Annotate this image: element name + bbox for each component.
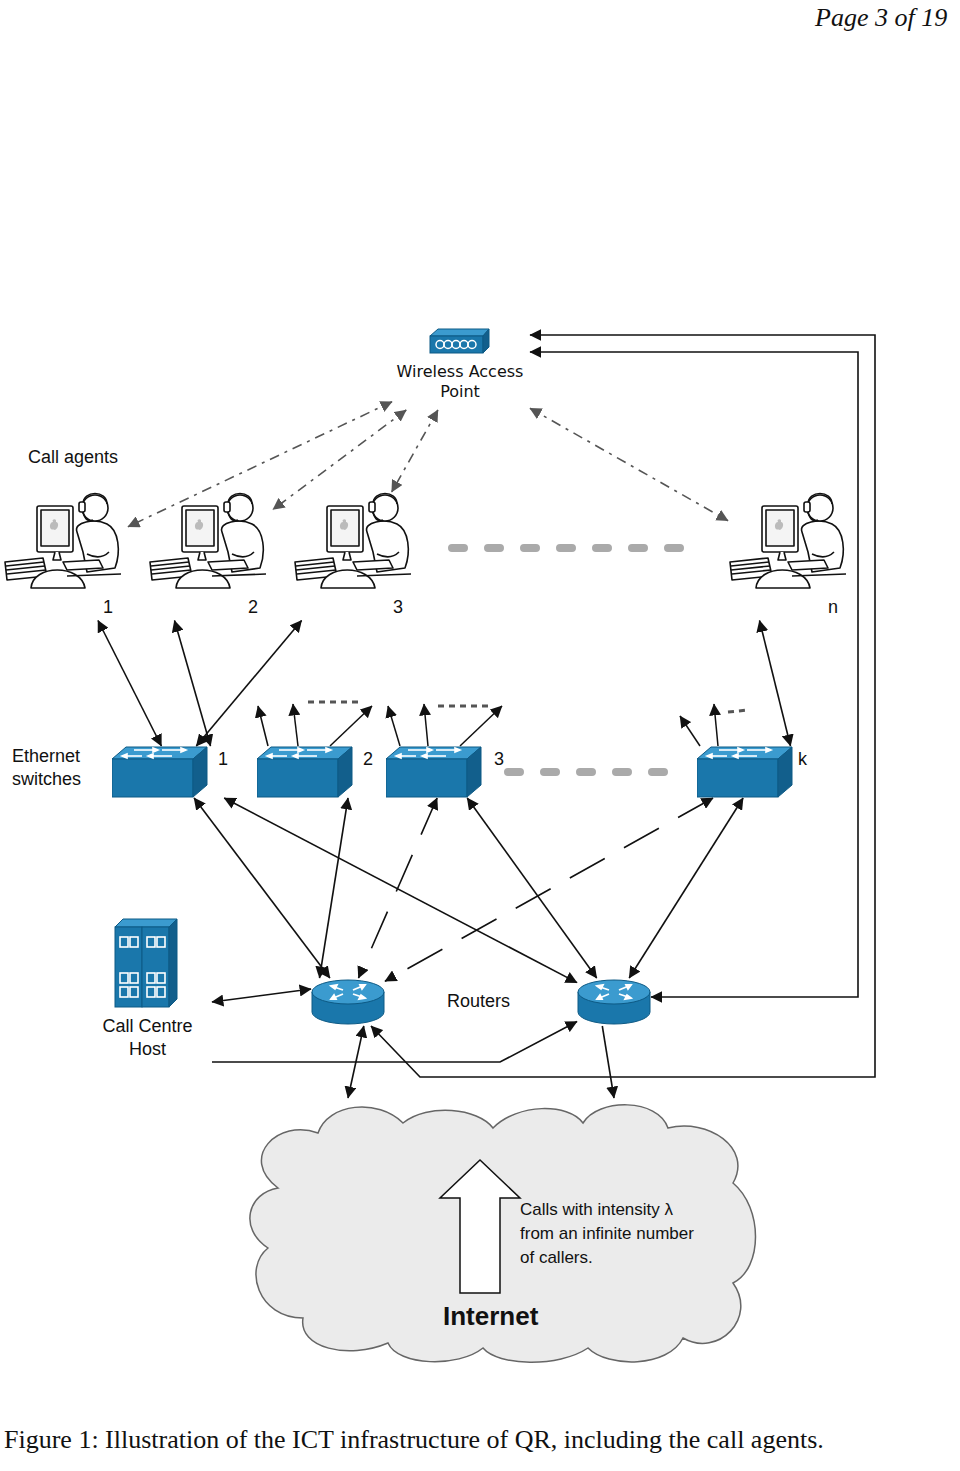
network-link — [629, 798, 743, 978]
network-link — [385, 798, 713, 981]
call-centre-host: Call Centre Host — [85, 915, 212, 1063]
call-agent: 3 — [293, 492, 418, 621]
callout-number: 2 — [248, 596, 258, 619]
network-link — [320, 798, 349, 978]
call-agent-icon — [728, 492, 848, 592]
call-agent: 2 — [148, 492, 273, 621]
group-label: Routers — [445, 990, 512, 1013]
ethernet-switch-icon — [697, 746, 793, 798]
router-icon — [577, 978, 651, 1026]
network-link — [467, 798, 597, 978]
network-link — [602, 1026, 614, 1098]
callout-number: 3 — [494, 748, 504, 771]
ethernet-switch: 2 — [257, 746, 382, 798]
callout-number: 1 — [218, 748, 228, 771]
wireless-access-point: Wireless Access Point — [392, 328, 530, 410]
network-link — [348, 1026, 364, 1098]
note-text: Calls with intensity λ from an infinite … — [520, 1198, 710, 1269]
internet-cloud: Calls with intensity λ from an infinite … — [238, 1098, 763, 1370]
network-link — [359, 798, 438, 978]
group-label: Call agents — [28, 446, 118, 469]
ethernet-switch-icon — [257, 746, 353, 798]
wireless-link — [530, 408, 728, 521]
network-link — [194, 798, 330, 978]
call-agent: 1 — [3, 492, 128, 621]
router-icon — [311, 978, 385, 1026]
wireless-access-point-icon — [428, 328, 490, 354]
continuation-dashes — [452, 548, 700, 772]
call-agent-icon — [148, 492, 268, 592]
uplink-dots — [308, 702, 748, 712]
ethernet-switch: 1 — [112, 746, 237, 798]
callout-number: n — [828, 596, 838, 619]
callout-number: 2 — [363, 748, 373, 771]
page-number: Page 3 of 19 — [815, 2, 947, 35]
router — [577, 978, 651, 1026]
ethernet-switch: 3 — [386, 746, 511, 798]
call-centre-host-icon — [113, 917, 179, 1009]
device-label: Call Centre Host — [85, 1015, 210, 1060]
call-agent-icon — [3, 492, 123, 592]
network-link — [760, 621, 791, 747]
callout-number: k — [798, 748, 807, 771]
group-label: Ethernet switches — [12, 745, 112, 790]
ethernet-switch: k — [697, 746, 822, 798]
ethernet-switch-icon — [386, 746, 482, 798]
network-link — [212, 989, 311, 1002]
wireless-link — [392, 410, 438, 492]
callout-number: 3 — [393, 596, 403, 619]
cloud-title: Internet — [443, 1300, 538, 1333]
network-link — [98, 621, 161, 747]
network-link — [371, 335, 875, 1077]
call-agent: n — [728, 492, 853, 621]
figure-caption: Figure 1: Illustration of the ICT infras… — [4, 1424, 956, 1457]
network-link — [175, 621, 211, 747]
network-link — [530, 352, 858, 997]
network-link — [224, 798, 577, 983]
network-link — [196, 621, 301, 747]
call-agent-icon — [293, 492, 413, 592]
ethernet-switch-icon — [112, 746, 208, 798]
callout-number: 1 — [103, 596, 113, 619]
device-label: Wireless Access Point — [392, 362, 528, 402]
network-link — [212, 1022, 577, 1063]
uplink-stubs — [258, 704, 718, 746]
router — [311, 978, 385, 1026]
